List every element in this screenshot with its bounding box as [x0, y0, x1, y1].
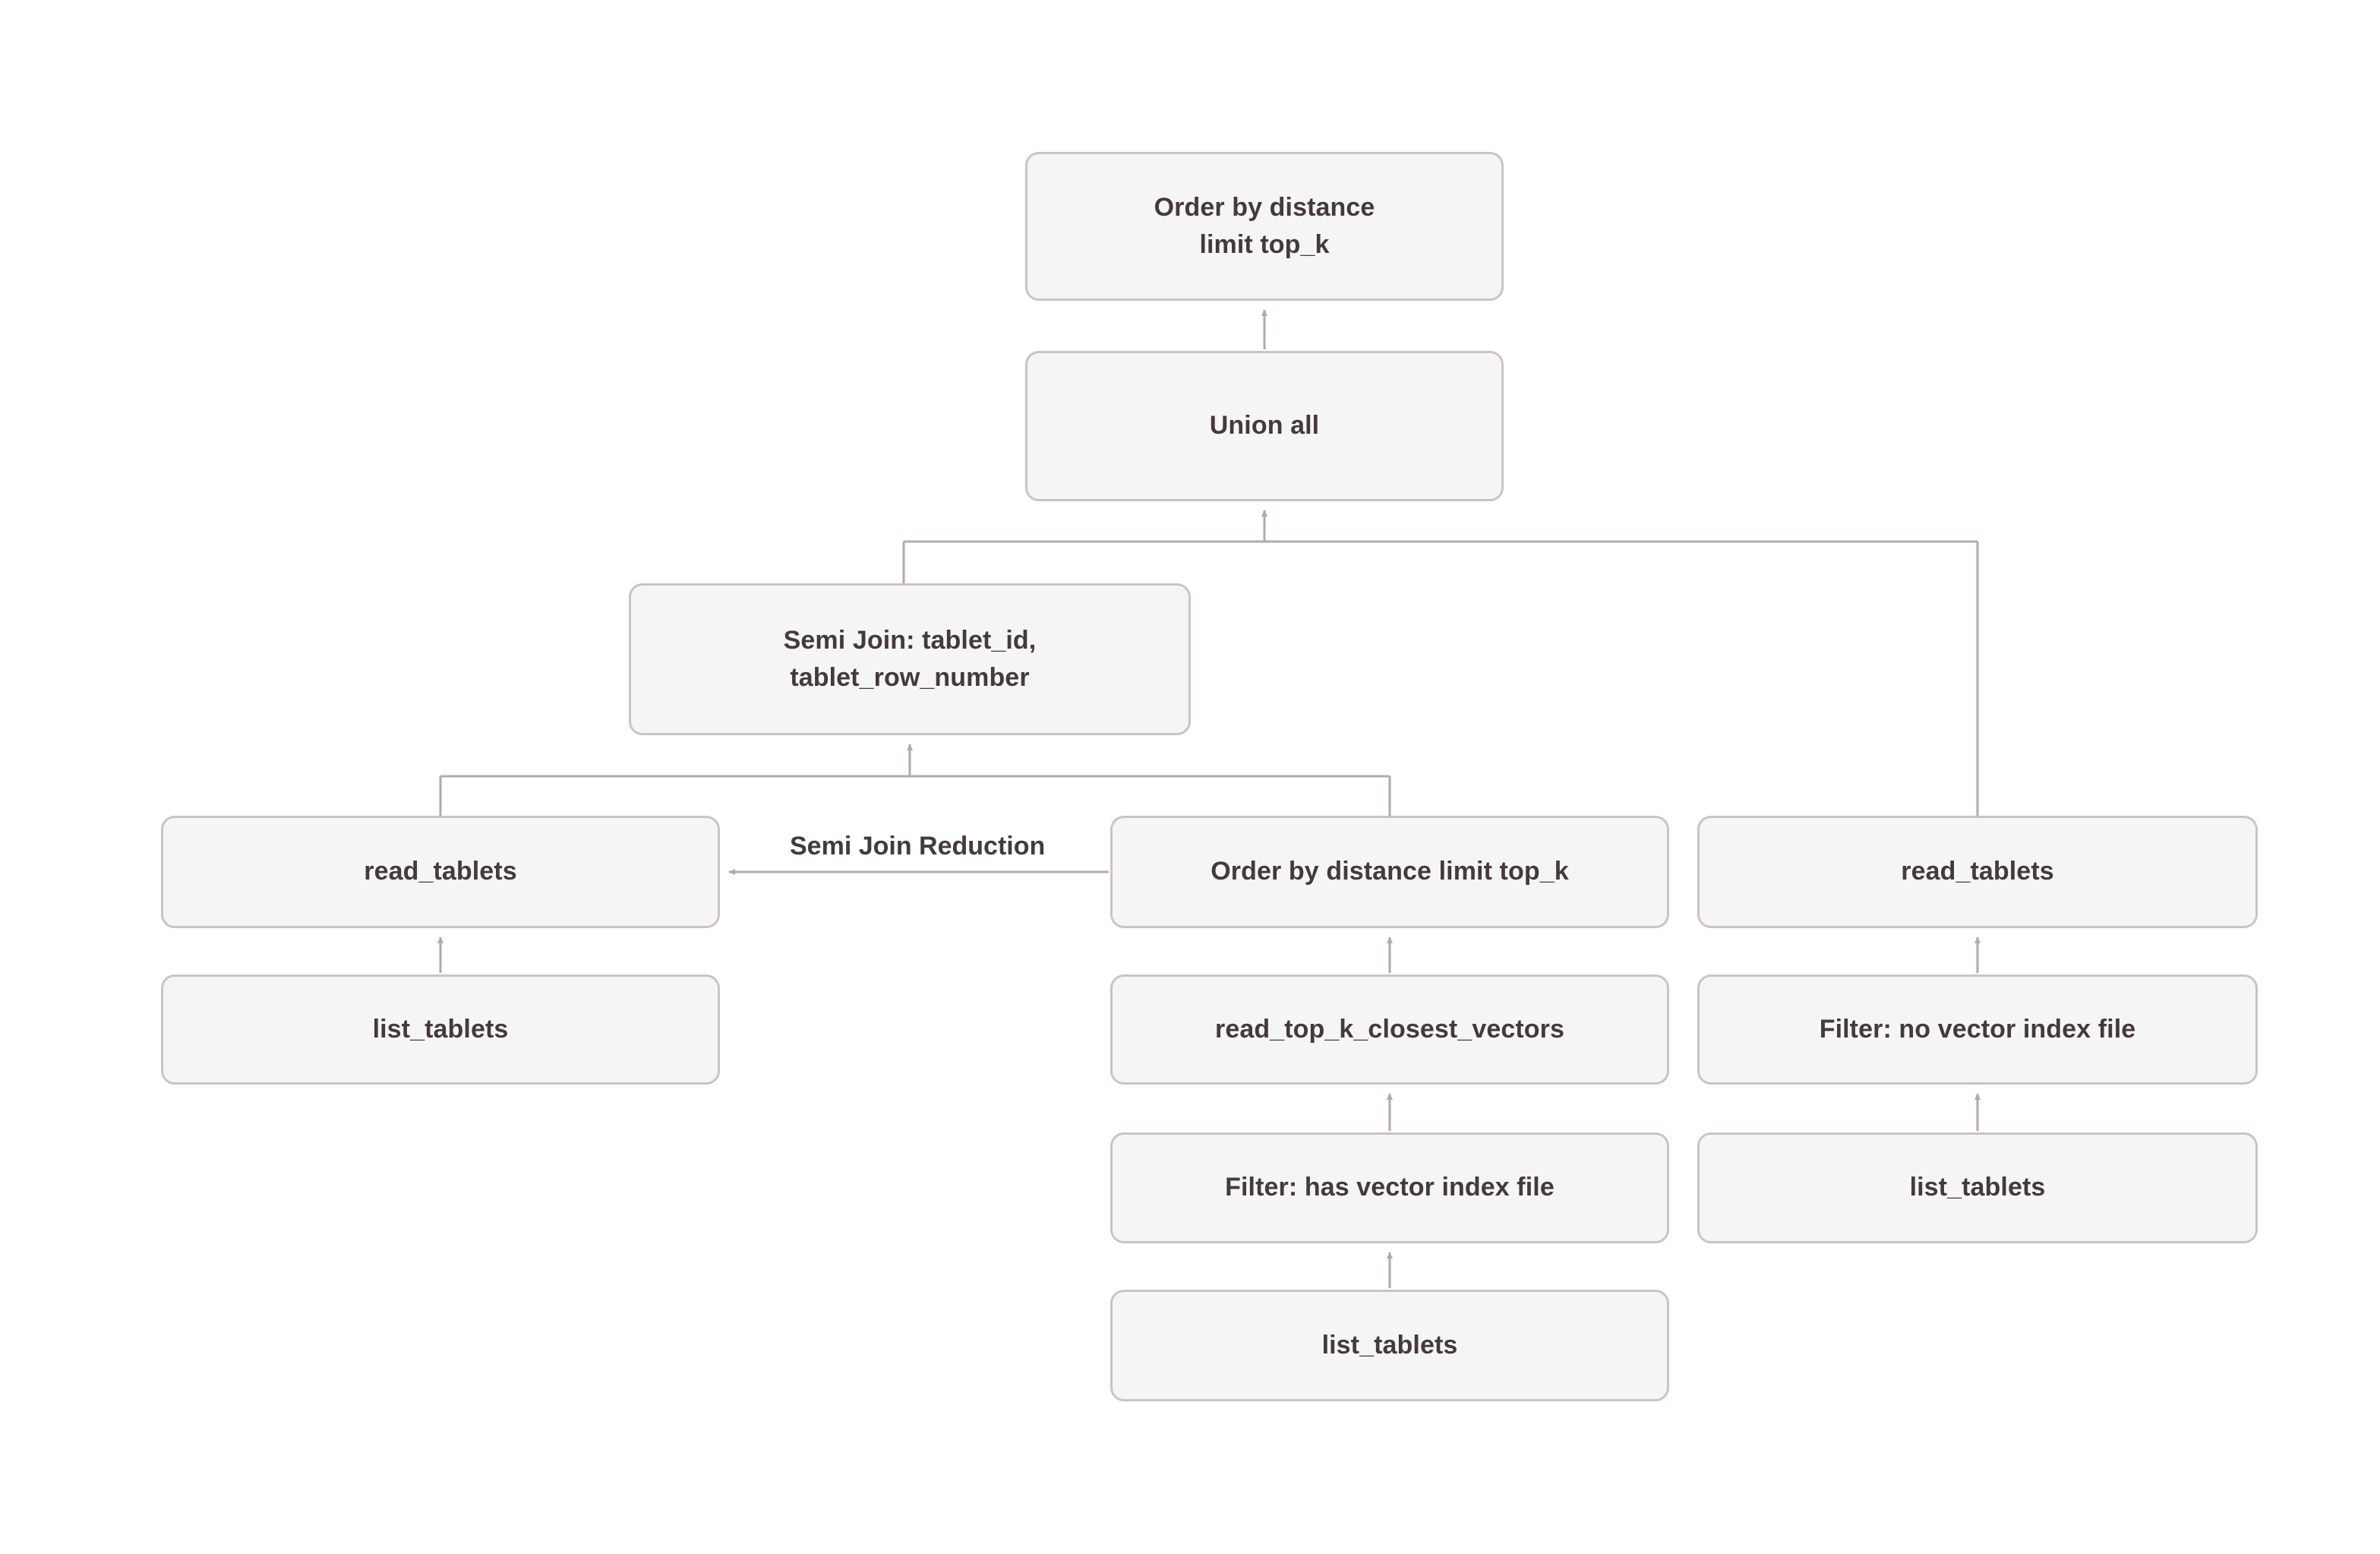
node-list-tablets-left[interactable]: list_tablets	[161, 974, 720, 1085]
node-order-by-distance-limit-topk-root[interactable]: Order by distance limit top_k	[1025, 152, 1504, 301]
node-filter-has-vector-index-file[interactable]: Filter: has vector index file	[1110, 1132, 1669, 1243]
node-union-all[interactable]: Union all	[1025, 351, 1504, 501]
node-order-by-distance-limit-topk-mid[interactable]: Order by distance limit top_k	[1110, 816, 1669, 928]
edge-label-semi-join-reduction: Semi Join Reduction	[782, 832, 1053, 861]
node-read-tablets-right[interactable]: read_tablets	[1697, 816, 2258, 928]
node-list-tablets-mid[interactable]: list_tablets	[1110, 1290, 1669, 1401]
node-read-tablets-left[interactable]: read_tablets	[161, 816, 720, 928]
node-semi-join[interactable]: Semi Join: tablet_id, tablet_row_number	[629, 583, 1191, 735]
node-filter-no-vector-index-file[interactable]: Filter: no vector index file	[1697, 974, 2258, 1085]
node-list-tablets-right[interactable]: list_tablets	[1697, 1132, 2258, 1243]
node-read-top-k-closest-vectors[interactable]: read_top_k_closest_vectors	[1110, 974, 1669, 1085]
